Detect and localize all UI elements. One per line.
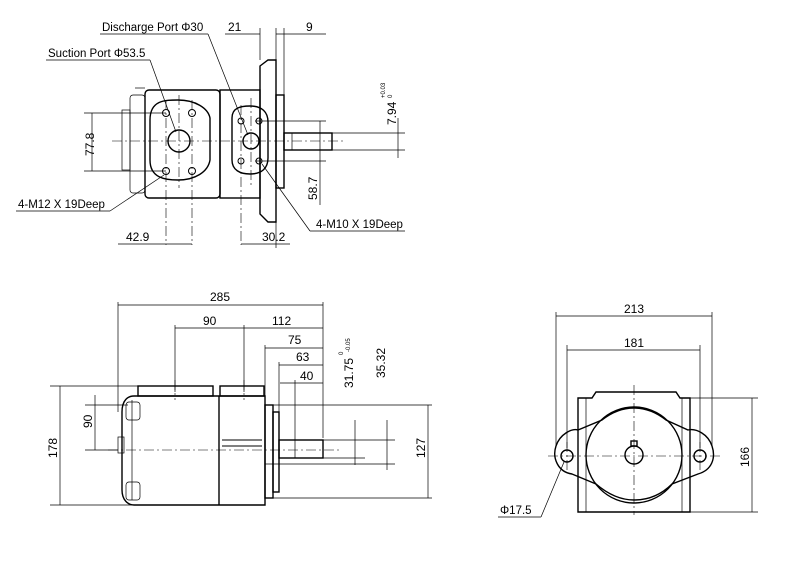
label-discharge-port: Discharge Port Φ30 xyxy=(102,22,203,34)
dim-178: 178 xyxy=(46,438,60,458)
label-bolt-m10: 4-M10 X 19Deep xyxy=(316,219,403,231)
dim-75: 75 xyxy=(288,333,302,347)
label-hole-diameter: Φ17.5 xyxy=(500,505,532,517)
dim-31-75-tol-upper: 0 xyxy=(339,351,345,355)
dim-77-8: 77.8 xyxy=(83,132,97,156)
dim-40: 40 xyxy=(300,369,314,383)
dim-7-94-tol-lower: 0 xyxy=(388,94,394,98)
dim-166: 166 xyxy=(738,447,752,467)
dim-285: 285 xyxy=(210,290,230,304)
dim-42-9: 42.9 xyxy=(126,230,150,244)
dim-7-94: 7.94 xyxy=(385,101,399,125)
dim-31-75: 31.75 xyxy=(342,358,356,388)
dim-58-7: 58.7 xyxy=(306,176,320,200)
dim-21: 21 xyxy=(228,20,242,34)
dim-112: 112 xyxy=(272,314,291,328)
label-bolt-m12: 4-M12 X 19Deep xyxy=(18,199,105,211)
dim-90-horizontal: 90 xyxy=(203,314,217,328)
dim-213: 213 xyxy=(624,302,644,316)
top-view: 21 9 Discharge Port Φ30 Suction Port Φ53… xyxy=(16,20,405,248)
dim-31-75-tol-lower: -0.05 xyxy=(346,338,352,352)
dim-35-32: 35.32 xyxy=(374,348,388,378)
dim-30-2: 30.2 xyxy=(262,230,286,244)
dim-7-94-tol-upper: +0.03 xyxy=(381,82,387,98)
dim-9: 9 xyxy=(306,20,313,34)
dim-90-vertical: 90 xyxy=(81,414,95,428)
label-suction-port: Suction Port Φ53.5 xyxy=(48,48,145,60)
end-view: 213 181 166 Φ17.5 xyxy=(498,302,758,518)
dim-181: 181 xyxy=(624,336,644,350)
front-view: 285 90 112 75 63 40 31.75 0 -0.05 35.32 xyxy=(46,290,432,506)
dim-127: 127 xyxy=(414,438,428,458)
dim-63: 63 xyxy=(296,350,310,364)
